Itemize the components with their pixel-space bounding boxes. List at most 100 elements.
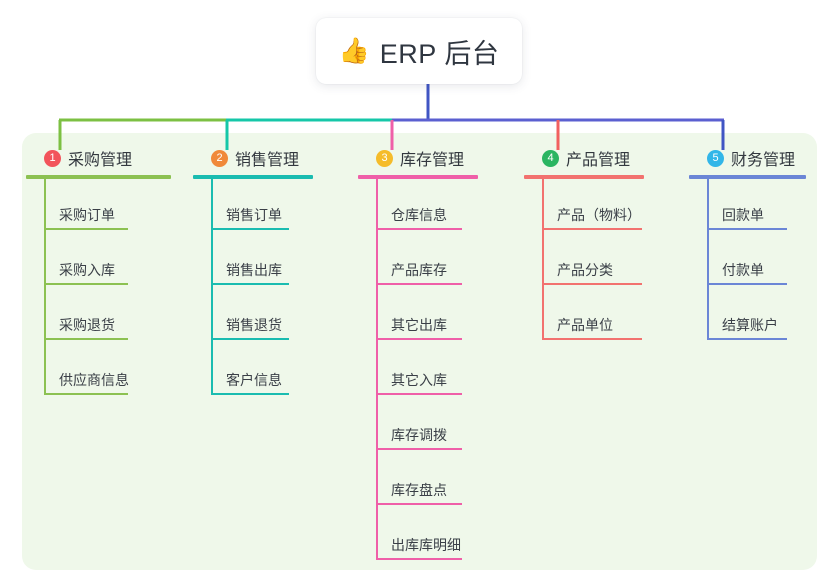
branch-item-label: 其它出库	[391, 317, 447, 333]
branch-item-label: 库存盘点	[391, 482, 447, 498]
branch-item-rule	[211, 393, 289, 395]
branch-item[interactable]: 回款单	[689, 179, 819, 234]
branch-item[interactable]: 供应商信息	[26, 344, 176, 399]
branch-header-rule	[689, 175, 806, 179]
branch-item-list: 回款单付款单结算账户	[689, 179, 819, 344]
branch-title: 库存管理	[400, 152, 465, 169]
branch-title: 采购管理	[68, 152, 133, 169]
thumbs-up-icon: 👍	[338, 36, 370, 65]
branch-item[interactable]: 付款单	[689, 234, 819, 289]
branch-item-label: 产品（物料）	[557, 207, 641, 223]
branch-column-2: 2 销售管理销售订单销售出库销售退货客户信息	[193, 146, 343, 399]
branch-item-rule	[376, 338, 462, 340]
branch-column-5: 5 财务管理回款单付款单结算账户	[689, 146, 819, 344]
branch-spine-line	[44, 179, 46, 395]
branch-item[interactable]: 采购入库	[26, 234, 176, 289]
branch-item[interactable]: 出库库明细	[358, 509, 508, 564]
branch-item-rule	[44, 338, 128, 340]
branch-item-rule	[44, 393, 128, 395]
branch-header-2[interactable]: 2 销售管理	[193, 146, 343, 170]
branch-item-rule	[542, 338, 642, 340]
branch-header-rule	[358, 175, 478, 179]
branch-item-rule	[376, 503, 462, 505]
branch-item[interactable]: 销售出库	[193, 234, 343, 289]
branch-item-label: 产品库存	[391, 262, 447, 278]
branch-item-label: 其它入库	[391, 372, 447, 388]
branch-spine-line	[542, 179, 544, 340]
branch-header-1[interactable]: 1 采购管理	[26, 146, 176, 170]
branch-item-list: 产品（物料） 产品分类产品单位	[524, 179, 674, 344]
branch-item-label: 付款单	[722, 262, 764, 278]
branch-item[interactable]: 库存调拨	[358, 399, 508, 454]
branch-item-label: 客户信息	[226, 372, 282, 388]
branch-spine-line	[707, 179, 709, 340]
branch-item[interactable]: 销售退货	[193, 289, 343, 344]
branch-item-rule	[542, 283, 642, 285]
branch-item-label: 销售退货	[226, 317, 282, 333]
branch-item-rule	[707, 228, 787, 230]
branch-header-4[interactable]: 4 产品管理	[524, 146, 674, 170]
branch-item-rule	[376, 228, 462, 230]
branch-header-rule	[524, 175, 644, 179]
branch-item-list: 仓库信息产品库存其它出库其它入库库存调拨库存盘点出库库明细	[358, 179, 508, 564]
branch-item-label: 回款单	[722, 207, 764, 223]
root-title-card[interactable]: 👍 ERP 后台	[316, 18, 522, 84]
branch-number-badge: 5	[707, 149, 724, 167]
branch-item-label: 产品单位	[557, 317, 613, 333]
branch-item-rule	[707, 338, 787, 340]
branch-item-label: 结算账户	[722, 317, 778, 333]
branch-item[interactable]: 采购订单	[26, 179, 176, 234]
branch-item-rule	[44, 283, 128, 285]
branch-item-label: 采购入库	[59, 262, 115, 278]
branch-column-1: 1 采购管理采购订单采购入库采购退货供应商信息	[26, 146, 176, 399]
branch-item[interactable]: 客户信息	[193, 344, 343, 399]
branch-spine-line	[376, 179, 378, 560]
branch-item[interactable]: 产品分类	[524, 234, 674, 289]
branch-item-label: 库存调拨	[391, 427, 447, 443]
branch-item[interactable]: 结算账户	[689, 289, 819, 344]
branch-item-list: 销售订单销售出库销售退货客户信息	[193, 179, 343, 399]
branch-item-label: 仓库信息	[391, 207, 447, 223]
branch-item-rule	[542, 228, 642, 230]
branch-title: 产品管理	[566, 152, 631, 169]
branch-number-badge: 2	[211, 149, 228, 167]
branch-item[interactable]: 其它出库	[358, 289, 508, 344]
branch-number-badge: 3	[376, 149, 393, 167]
branch-item[interactable]: 其它入库	[358, 344, 508, 399]
branch-column-4: 4 产品管理产品（物料） 产品分类产品单位	[524, 146, 674, 344]
branch-item-label: 出库库明细	[391, 537, 461, 553]
branch-item[interactable]: 采购退货	[26, 289, 176, 344]
branch-item-rule	[376, 393, 462, 395]
branch-spine-line	[211, 179, 213, 395]
branch-item[interactable]: 产品库存	[358, 234, 508, 289]
branch-item-label: 产品分类	[557, 262, 613, 278]
branch-item-label: 供应商信息	[59, 372, 129, 388]
branch-header-5[interactable]: 5 财务管理	[689, 146, 819, 170]
branch-item[interactable]: 仓库信息	[358, 179, 508, 234]
branch-item[interactable]: 库存盘点	[358, 454, 508, 509]
branch-item-list: 采购订单采购入库采购退货供应商信息	[26, 179, 176, 399]
branch-item-label: 采购退货	[59, 317, 115, 333]
branch-item-rule	[376, 448, 462, 450]
branch-column-3: 3 库存管理仓库信息产品库存其它出库其它入库库存调拨库存盘点出库库明细	[358, 146, 508, 564]
branch-item-rule	[211, 338, 289, 340]
branch-item[interactable]: 销售订单	[193, 179, 343, 234]
branch-item-label: 销售订单	[226, 207, 282, 223]
branch-item-rule	[376, 558, 462, 560]
branch-item-rule	[707, 283, 787, 285]
branch-item-rule	[211, 228, 289, 230]
branch-item[interactable]: 产品单位	[524, 289, 674, 344]
branch-header-rule	[26, 175, 171, 179]
branch-item[interactable]: 产品（物料）	[524, 179, 674, 234]
branch-header-3[interactable]: 3 库存管理	[358, 146, 508, 170]
branch-number-badge: 1	[44, 149, 61, 167]
root-title-text: ERP 后台	[379, 38, 500, 69]
branch-number-badge: 4	[542, 149, 559, 167]
branch-title: 财务管理	[731, 152, 796, 169]
branch-title: 销售管理	[235, 152, 300, 169]
branch-item-rule	[44, 228, 128, 230]
diagram-canvas-panel	[22, 133, 817, 570]
branch-item-rule	[211, 283, 289, 285]
